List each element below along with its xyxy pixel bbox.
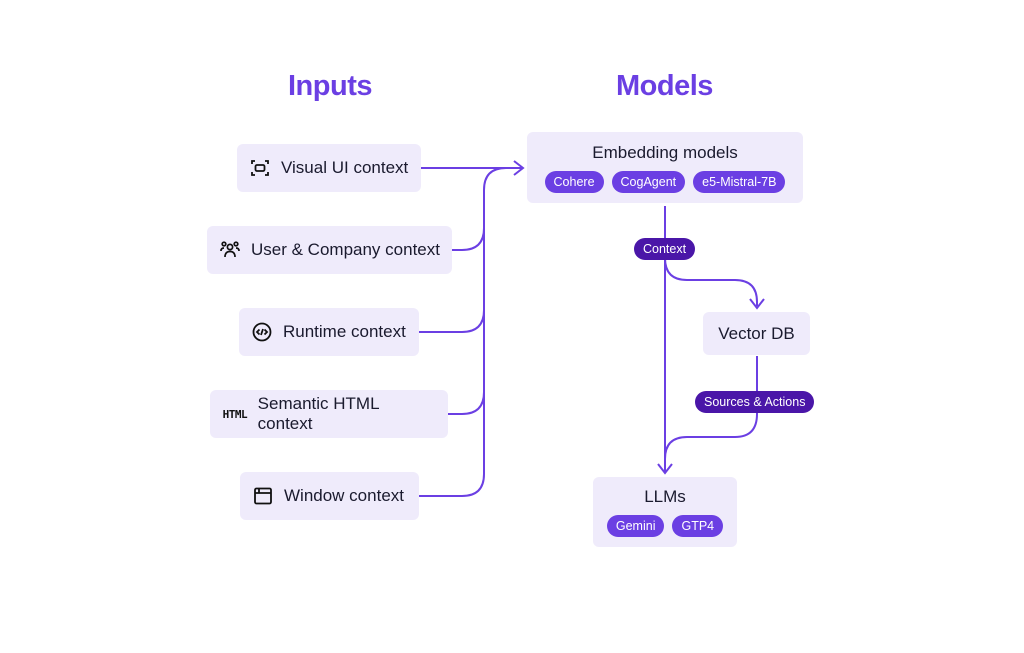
embedding-model-pills: Cohere CogAgent e5-Mistral-7B	[544, 170, 786, 193]
connector-window	[419, 473, 485, 497]
connector-context-vectordb	[664, 257, 758, 306]
arrowhead-embedding	[513, 160, 525, 176]
model-pill: Cohere	[544, 170, 604, 193]
code-circle-icon	[251, 321, 273, 343]
input-label: Semantic HTML context	[257, 394, 379, 433]
model-pill: Gemini	[606, 515, 665, 537]
context-edge-label: Context	[634, 238, 696, 260]
arrowhead-vectordb	[749, 298, 765, 310]
embedding-models-title: Embedding models	[592, 142, 738, 162]
connector-vectordb-llms	[664, 356, 758, 460]
input-runtime-context: Runtime context	[239, 308, 419, 356]
input-label: Runtime context	[283, 322, 406, 341]
model-pill: GTP4	[672, 515, 724, 537]
llms-box: LLMs Gemini GTP4	[593, 477, 737, 547]
connector-runtime	[419, 309, 485, 333]
arrowhead-llms	[657, 463, 673, 475]
input-label: Window context	[284, 486, 404, 505]
embedding-models-box: Embedding models Cohere CogAgent e5-Mist…	[527, 132, 803, 203]
models-heading: Models	[616, 70, 713, 102]
input-label: User & Company context	[251, 240, 440, 259]
inputs-heading: Inputs	[288, 70, 373, 102]
llm-pills: Gemini GTP4	[606, 515, 724, 537]
scan-icon	[249, 157, 271, 179]
connector-trunk	[483, 167, 507, 474]
sources-actions-edge-label: Sources & Actions	[695, 391, 815, 413]
vector-db-box: Vector DB	[703, 312, 810, 355]
llms-title: LLMs	[644, 487, 686, 506]
connector-user-company	[452, 227, 485, 251]
model-pill: e5-Mistral-7B	[693, 170, 786, 193]
input-visual-ui-context: Visual UI context	[237, 144, 421, 192]
users-icon	[219, 239, 241, 261]
vector-db-title: Vector DB	[718, 323, 795, 343]
input-window-context: Window context	[240, 472, 419, 520]
input-user-company-context: User & Company context	[207, 226, 452, 274]
window-icon	[252, 485, 274, 507]
input-semantic-html-context: HTML Semantic HTML context	[210, 390, 448, 438]
input-label: Visual UI context	[281, 158, 409, 177]
html-icon: HTML	[222, 407, 248, 421]
model-pill: CogAgent	[611, 170, 686, 193]
connector-semantic-html	[448, 391, 485, 415]
